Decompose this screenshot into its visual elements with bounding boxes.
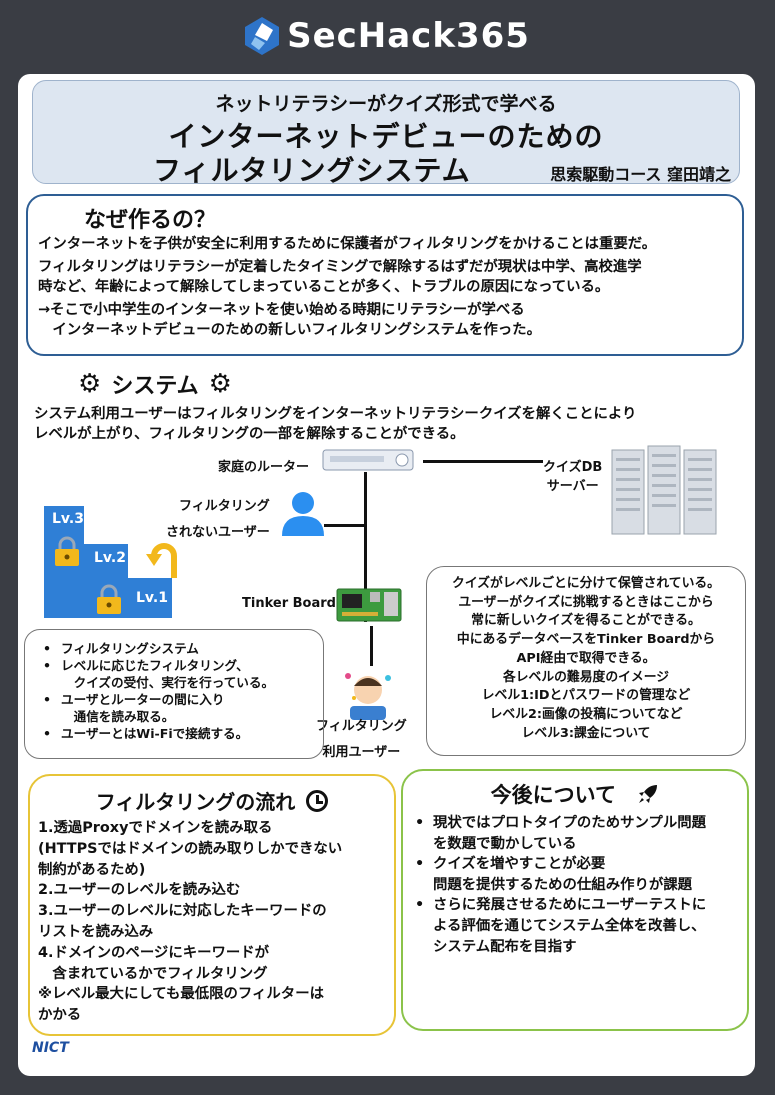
router-label: 家庭のルーター (218, 460, 310, 475)
system-desc-line: システム利用ユーザーはフィルタリングをインターネットリテラシークイズを解くことに… (34, 406, 637, 422)
list-item: 問題を提供するための仕組み作りが課題 (433, 876, 693, 893)
flow-line: 制約があるため) (38, 861, 146, 878)
why-heading: なぜ作るの？ (84, 208, 217, 233)
gear-icon: ⚙ (208, 369, 232, 399)
flow-line: 2.ユーザーのレベルを読み込む (38, 882, 241, 899)
title-main-line1: インターネットデビューのための (168, 120, 604, 153)
level3-label: Lv.3 (52, 511, 84, 527)
flow-line: 4.ドメインのページにキーワードが (38, 944, 270, 961)
system-heading-text: システム (111, 374, 199, 399)
future-list: 現状ではプロトタイプのためサンプル問題 を数題で動かしている クイズを増やすこと… (415, 813, 706, 957)
level2-label: Lv.2 (94, 550, 126, 566)
flow-line: (HTTPSではドメインの読み取りしかできない (38, 840, 343, 857)
list-item: さらに発展させるためにユーザーテストに (415, 895, 706, 916)
why-line: インターネットを子供が安全に利用するために保護者がフィルタリングをかけることは重… (38, 236, 657, 252)
level1-label: Lv.1 (136, 590, 168, 606)
connection-line (370, 626, 373, 666)
flow-body: 1.透過Proxyでドメインを読み取る (HTTPSではドメインの読み取りしかで… (38, 818, 342, 1026)
list-item: ユーザとルーターの間に入り (43, 691, 274, 708)
tinker-bullets-box: フィルタリングシステム レベルに応じたフィルタリング、 クイズの受付、実行を行っ… (24, 629, 324, 759)
list-item: システム配布を目指す (433, 938, 577, 955)
title-main-line2: フィルタリングシステム (153, 154, 471, 187)
gear-icon: ⚙ (78, 369, 102, 399)
connection-line (324, 524, 366, 527)
flow-heading: フィルタリングの流れ (30, 786, 394, 815)
filtered-user-label: フィルタリング 利用ユーザー (316, 719, 407, 760)
flow-line: 3.ユーザーのレベルに対応したキーワードの (38, 903, 327, 920)
child-user-icon (345, 673, 391, 720)
why-line: フィルタリングはリテラシーが定着したタイミングで解除するはずだが現状は中学、高校… (38, 259, 642, 275)
db-line: レベル3:課金について (521, 725, 651, 741)
title-box: ネットリテラシーがクイズ形式で学べる インターネットデビューのための フィルタリ… (32, 80, 740, 187)
router-icon (322, 449, 414, 471)
tinker-board-icon (336, 588, 402, 622)
db-line: クイズがレベルごとに分けて保管されている。 (452, 576, 720, 591)
connection-line (364, 472, 367, 622)
poster-sheet: ネットリテラシーがクイズ形式で学べる インターネットデビューのための フィルタリ… (18, 74, 755, 1076)
flow-line: かかる (38, 1007, 82, 1024)
tinker-bullets-list: フィルタリングシステム レベルに応じたフィルタリング、 クイズの受付、実行を行っ… (43, 640, 274, 742)
db-line: 常に新しいクイズを得ることができる。 (471, 613, 701, 629)
list-item: 通信を読み取る。 (61, 709, 175, 724)
rocket-icon (639, 785, 658, 803)
future-heading: 今後について (403, 779, 747, 809)
flow-line: 含まれているかでフィルタリング (38, 965, 268, 982)
tinker-board-label: Tinker Board (242, 596, 336, 611)
quiz-db-label: クイズDB サーバー (543, 460, 603, 494)
list-item: レベルに応じたフィルタリング、 (43, 657, 274, 674)
list-item: よる評価を通じてシステム全体を改善し、 (433, 917, 706, 934)
list-item: を数題で動かしている (433, 835, 577, 852)
flow-line: 1.透過Proxyでドメインを読み取る (38, 820, 273, 836)
list-item: 現状ではプロトタイプのためサンプル問題 (415, 813, 706, 834)
db-line: レベル1:IDとパスワードの管理など (481, 688, 691, 704)
clock-icon (306, 790, 329, 812)
list-item: フィルタリングシステム (43, 640, 274, 657)
list-item: クイズを増やすことが必要 (415, 854, 706, 875)
quiz-db-description-box: クイズがレベルごとに分けて保管されている。 ユーザーがクイズに挑戦するときはここ… (426, 566, 746, 756)
list-item: ユーザーとはWi-Fiで接続する。 (43, 725, 274, 742)
why-line: →そこで小中学生のインターネットを使い始める時期にリテラシーが学べる (38, 302, 525, 318)
connection-line (423, 460, 543, 463)
level1-block (128, 578, 172, 618)
user-icon (282, 492, 324, 536)
flow-line: リストを読み込み (38, 923, 154, 940)
sechack-logo-icon (245, 17, 280, 55)
future-section: 今後について 現状ではプロトタイプのためサンプル問題 を数題で動かしている クイ… (401, 769, 749, 1031)
db-line: ユーザーがクイズに挑戦するときはここから (458, 594, 714, 610)
list-item: クイズの受付、実行を行っている。 (61, 675, 275, 690)
system-description: システム利用ユーザーはフィルタリングをインターネットリテラシークイズを解くことに… (34, 404, 636, 444)
lock-icon (55, 536, 79, 566)
server-icon (611, 445, 717, 535)
flow-line: ※レベル最大にしても最低限のフィルターは (38, 986, 324, 1003)
logo-text: SecHack365 (287, 16, 530, 56)
why-line: 時など、年齢によって解除してしまっていることが多く、トラブルの原因になっている。 (38, 279, 610, 295)
poster-header: SecHack365 (0, 0, 775, 72)
title-subtitle: ネットリテラシーがクイズ形式で学べる (215, 93, 557, 115)
why-line: インターネットデビューのための新しいフィルタリングシステムを作った。 (38, 322, 541, 338)
db-line: 中にあるデータベースをTinker Boardから (456, 632, 716, 648)
nict-logo-text: NICT (32, 1040, 69, 1056)
flow-section: フィルタリングの流れ 1.透過Proxyでドメインを読み取る (HTTPSではド… (28, 774, 396, 1036)
db-line: API経由で取得できる。 (516, 650, 656, 666)
system-desc-line: レベルが上がり、フィルタリングの一部を解除することができる。 (34, 426, 465, 442)
db-line: レベル2:画像の投稿についてなど (489, 706, 683, 722)
unfiltered-user-label: フィルタリング されないユーザー (166, 499, 270, 540)
arrow-up-icon (146, 543, 177, 578)
db-line: 各レベルの難易度のイメージ (502, 669, 670, 685)
lock-icon (97, 584, 121, 614)
nict-logo: NICT (32, 1040, 69, 1056)
why-section: なぜ作るの？ インターネットを子供が安全に利用するために保護者がフィルタリングを… (26, 194, 744, 356)
author-name: 思索駆動コース 窪田靖之 (550, 165, 731, 184)
why-body: インターネットを子供が安全に利用するために保護者がフィルタリングをかけることは重… (38, 234, 738, 343)
system-heading: ⚙ システム ⚙ (68, 368, 242, 400)
